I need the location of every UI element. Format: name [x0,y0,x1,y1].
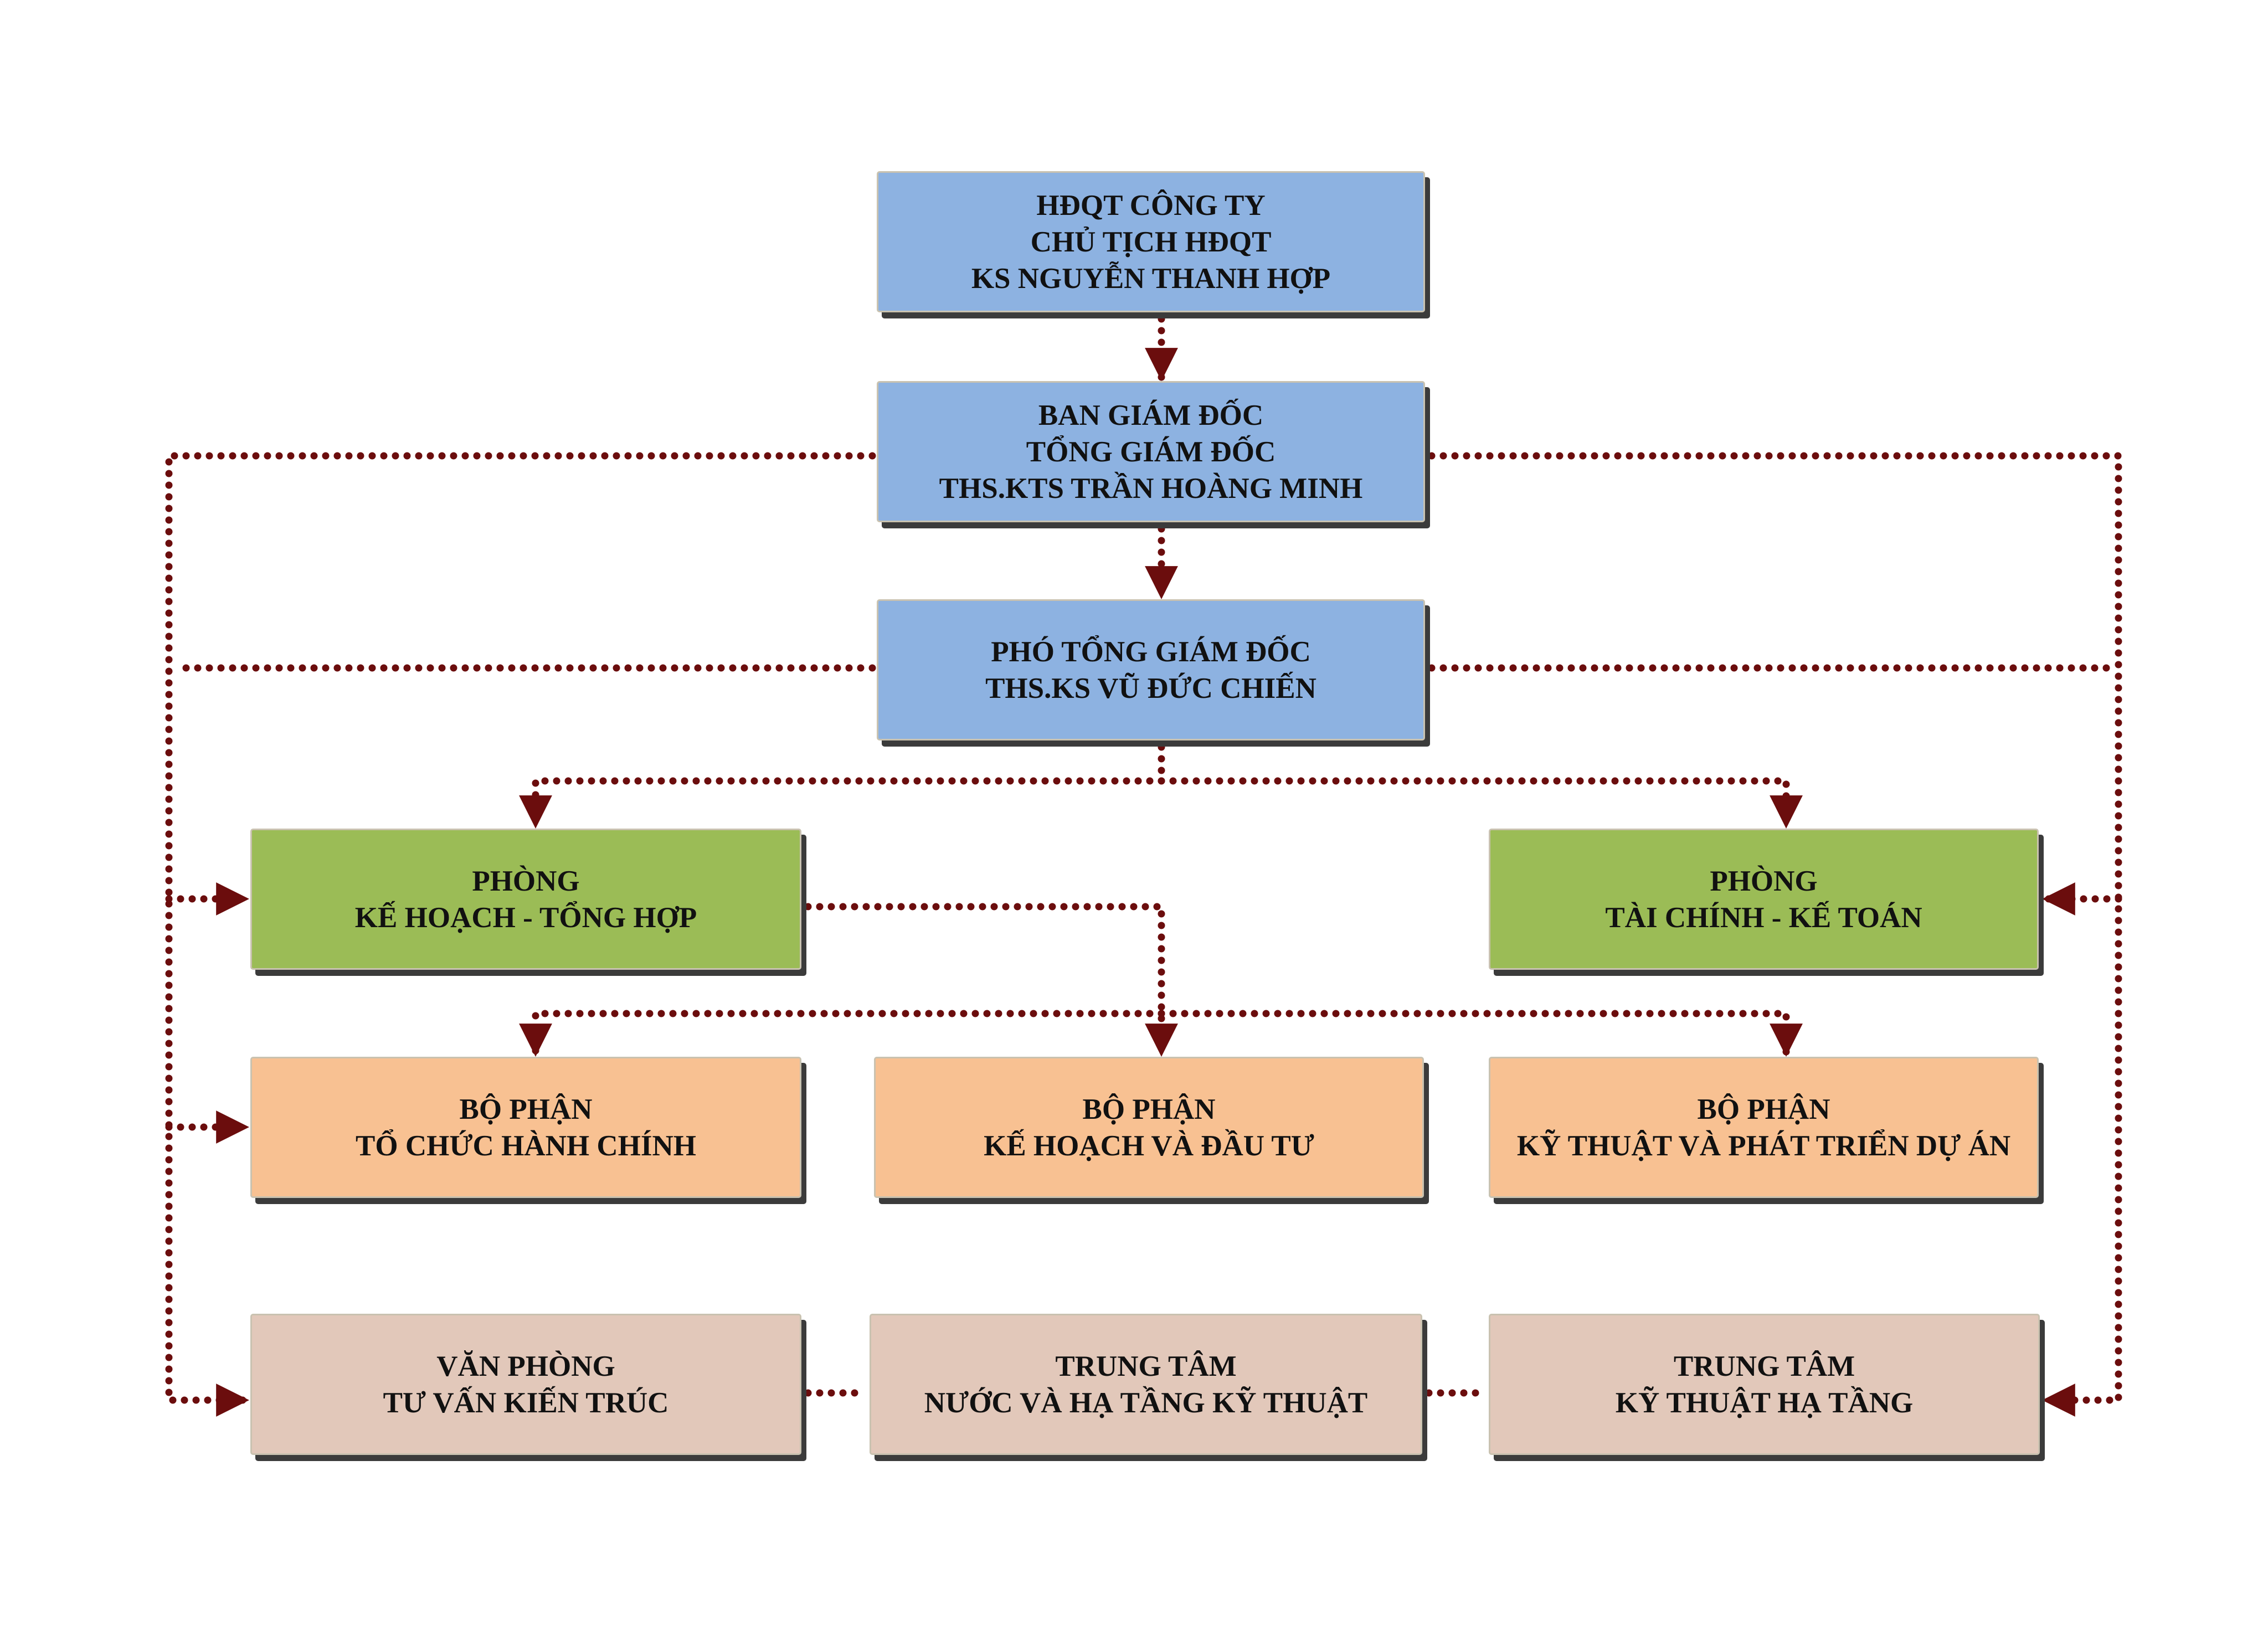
board-line-1: HĐQT CÔNG TY [1036,189,1266,222]
deputy-ceo-line-1: PHÓ TỔNG GIÁM ĐỐC [991,635,1311,668]
admin-division-box: BỘ PHẬN TỔ CHỨC HÀNH CHÍNH [250,1057,801,1198]
infrastructure-center-line-1: TRUNG TÂM [1673,1350,1855,1382]
planning-dept-line-1: PHÒNG [472,865,580,897]
architecture-office-box: VĂN PHÒNG TƯ VẤN KIẾN TRÚC [250,1314,801,1455]
connector-planning-to-investment [804,903,1178,1057]
architecture-office-line-2: TƯ VẤN KIẾN TRÚC [383,1386,669,1419]
connector-dept-bus-left [519,777,1165,829]
technical-division-box: BỘ PHẬN KỸ THUẬT VÀ PHÁT TRIỂN DỰ ÁN [1489,1057,2039,1198]
board-line-2: CHỦ TỊCH HĐQT [1030,225,1272,258]
investment-division-line-1: BỘ PHẬN [1082,1093,1216,1125]
planning-dept-box: PHÒNG KẾ HOẠCH - TỔNG HỢP [250,829,801,970]
admin-division-line-1: BỘ PHẬN [459,1093,593,1125]
technical-division-line-2: KỸ THUẬT VÀ PHÁT TRIỂN DỰ ÁN [1516,1129,2011,1162]
ceo-line-2: TỔNG GIÁM ĐỐC [1026,435,1276,468]
ceo-box: BAN GIÁM ĐỐC TỔNG GIÁM ĐỐC THS.KTS TRẦN … [877,381,1425,522]
planning-dept-line-2: KẾ HOẠCH - TỔNG HỢP [354,901,697,934]
deputy-ceo-line-2: THS.KS VŨ ĐỨC CHIẾN [985,672,1316,704]
finance-dept-line-1: PHÒNG [1710,865,1818,897]
connector-division-bus-left [519,1010,1165,1057]
board-line-3: KS NGUYỄN THANH HỢP [971,262,1331,295]
deputy-ceo-box: PHÓ TỔNG GIÁM ĐỐC THS.KS VŨ ĐỨC CHIẾN [877,599,1425,740]
connector-ceo-left-trunk [165,452,876,1417]
finance-dept-line-2: TÀI CHÍNH - KẾ TOÁN [1605,901,1922,934]
water-center-line-1: TRUNG TÂM [1055,1350,1237,1382]
board-box: HĐQT CÔNG TY CHỦ TỊCH HĐQT KS NGUYỄN THA… [877,171,1425,312]
investment-division-box: BỘ PHẬN KẾ HOẠCH VÀ ĐẦU TƯ [874,1057,1424,1198]
water-center-line-2: NƯỚC VÀ HẠ TẦNG KỸ THUẬT [924,1386,1368,1419]
technical-division-line-1: BỘ PHẬN [1697,1093,1830,1125]
investment-division-line-2: KẾ HOẠCH VÀ ĐẦU TƯ [984,1129,1314,1162]
admin-division-line-2: TỔ CHỨC HÀNH CHÍNH [356,1129,696,1162]
infrastructure-center-line-2: KỸ THUẬT HẠ TẦNG [1615,1386,1914,1419]
finance-dept-box: PHÒNG TÀI CHÍNH - KẾ TOÁN [1489,829,2039,970]
ceo-line-3: THS.KTS TRẦN HOÀNG MINH [939,472,1363,505]
water-center-box: TRUNG TÂM NƯỚC VÀ HẠ TẦNG KỸ THUẬT [870,1314,1422,1455]
architecture-office-line-1: VĂN PHÒNG [436,1350,615,1382]
infrastructure-center-box: TRUNG TÂM KỸ THUẬT HẠ TẦNG [1489,1314,2040,1455]
connector-dept-bus-right [1158,777,1803,829]
ceo-line-1: BAN GIÁM ĐỐC [1038,399,1264,431]
connector-division-bus-right [1158,1010,1803,1057]
